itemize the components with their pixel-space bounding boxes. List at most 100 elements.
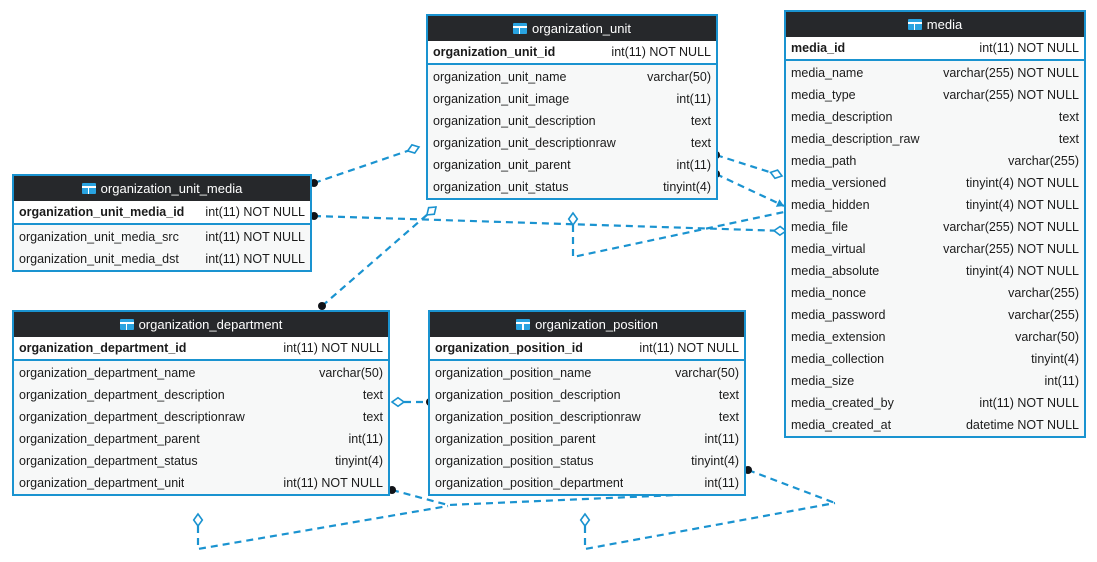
column-name: organization_unit_image bbox=[433, 92, 570, 106]
column-row[interactable]: organization_unit_description text bbox=[428, 110, 716, 132]
column-type: text bbox=[718, 388, 739, 402]
column-name: organization_position_description bbox=[435, 388, 621, 402]
column-name: organization_department_status bbox=[19, 454, 198, 468]
column-name: organization_department_name bbox=[19, 366, 196, 380]
column-name: organization_unit_media_src bbox=[19, 230, 179, 244]
rel-department-to-unit-start-dot-marker bbox=[318, 302, 326, 310]
table-icon bbox=[512, 23, 527, 34]
column-type: datetime NOT NULL bbox=[965, 418, 1079, 432]
column-type: int(11) bbox=[676, 92, 711, 106]
column-name: media_name bbox=[791, 66, 864, 80]
column-type: varchar(50) bbox=[1015, 330, 1079, 344]
relationship-line-rel-department-bottom-loop[interactable] bbox=[196, 504, 449, 551]
column-name: organization_department_unit bbox=[19, 476, 185, 490]
relationship-line-rel-unit-parent-to-media[interactable] bbox=[715, 153, 783, 178]
column-type: int(11) NOT NULL bbox=[205, 230, 305, 244]
relationship-line-rel-unit-media-to-media[interactable] bbox=[313, 214, 787, 233]
relationship-line-rel-unit-media-to-unit[interactable] bbox=[313, 145, 420, 185]
column-name: organization_position_parent bbox=[435, 432, 596, 446]
column-name: media_file bbox=[791, 220, 848, 234]
column-type: varchar(255) NOT NULL bbox=[943, 66, 1079, 80]
column-name: media_created_by bbox=[791, 396, 894, 410]
column-name: organization_unit_id bbox=[433, 45, 556, 59]
relationship-line-rel-department-to-unit[interactable] bbox=[321, 206, 437, 307]
entity-header-organization_position[interactable]: organization_position bbox=[430, 312, 744, 337]
rel-unit-media-to-unit-end-diamond-marker bbox=[406, 143, 421, 154]
entity-title: media bbox=[926, 17, 963, 32]
column-name: organization_department_parent bbox=[19, 432, 200, 446]
column-row[interactable]: organization_unit_media_src int(11) NOT N… bbox=[14, 226, 310, 248]
column-row[interactable]: organization_unit_image int(11) bbox=[428, 88, 716, 110]
column-type: text bbox=[690, 114, 711, 128]
column-name: organization_unit_name bbox=[433, 70, 567, 84]
column-name: organization_unit_media_dst bbox=[19, 252, 179, 266]
column-row[interactable]: media_name varchar(255) NOT NULL bbox=[786, 62, 1084, 84]
column-name: media_id bbox=[791, 41, 846, 55]
rel-unit-parent-to-media-end-diamond-marker bbox=[769, 169, 784, 180]
entity-header-organization_department[interactable]: organization_department bbox=[14, 312, 388, 337]
entity-header-media[interactable]: media bbox=[786, 12, 1084, 37]
column-type: varchar(50) bbox=[675, 366, 739, 380]
entity-header-organization_unit[interactable]: organization_unit bbox=[428, 16, 716, 41]
column-type: int(11) bbox=[676, 158, 711, 172]
column-row[interactable]: organization_department_status tinyint(4) bbox=[14, 450, 388, 472]
column-row[interactable]: organization_position_description text bbox=[430, 384, 744, 406]
entity-header-organization_unit_media[interactable]: organization_unit_media bbox=[14, 176, 310, 201]
relationship-line-rel-unit-bottom-to-position[interactable] bbox=[571, 210, 785, 259]
column-name: organization_unit_status bbox=[433, 180, 569, 194]
column-name: organization_unit_descriptionraw bbox=[433, 136, 616, 150]
column-type: tinyint(4) bbox=[1031, 352, 1079, 366]
column-name: organization_unit_description bbox=[433, 114, 596, 128]
column-name: organization_position_status bbox=[435, 454, 594, 468]
relationship-line-rel-position-right-loop[interactable] bbox=[747, 468, 836, 505]
relationship-line-rel-unit-image-to-media[interactable] bbox=[715, 173, 785, 207]
column-type: varchar(255) bbox=[1008, 286, 1079, 300]
column-type: tinyint(4) NOT NULL bbox=[966, 264, 1079, 278]
relationship-line-rel-position-bottom-loop[interactable] bbox=[583, 501, 836, 551]
column-type: tinyint(4) bbox=[335, 454, 383, 468]
